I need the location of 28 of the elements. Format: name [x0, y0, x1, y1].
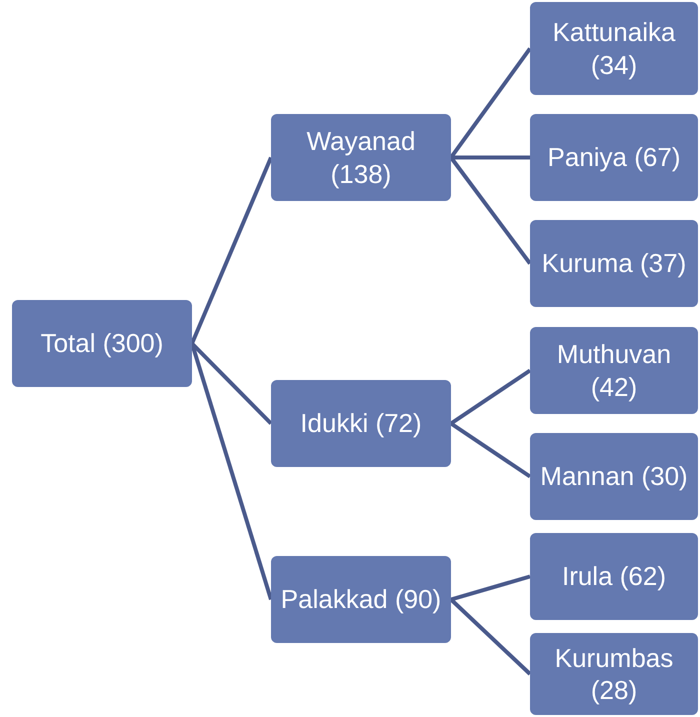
box-label: Irula (62)	[562, 560, 666, 593]
category-box	[271, 380, 451, 467]
box-label: Palakkad (90)	[280, 583, 442, 616]
box-label: Mannan (30)	[540, 460, 688, 493]
box-label: Wayanad (138)	[306, 125, 416, 190]
box-label: Muthuvan (42)	[556, 338, 672, 403]
connector-line	[190, 156, 273, 344]
box-label: Kattunaika (34)	[552, 16, 676, 81]
box-label: Paniya (67)	[548, 141, 680, 174]
category-box	[12, 300, 192, 387]
connector-line	[450, 574, 531, 602]
category-box	[271, 556, 451, 643]
category-box	[530, 327, 698, 414]
connector-line	[450, 598, 532, 676]
category-box	[530, 633, 698, 715]
box-label: Total (300)	[40, 327, 164, 360]
connector-line	[451, 156, 530, 160]
category-box	[530, 533, 698, 620]
box-label: Kuruma (37)	[542, 247, 686, 280]
box-label: Idukki (72)	[300, 407, 422, 440]
category-box	[530, 220, 698, 307]
category-box	[530, 114, 698, 201]
category-box	[530, 433, 698, 520]
connector-line	[450, 368, 532, 426]
connector-line	[450, 422, 532, 478]
box-label: Kurumbas (28)	[554, 642, 674, 706]
category-box	[530, 2, 698, 95]
category-box	[271, 114, 451, 201]
